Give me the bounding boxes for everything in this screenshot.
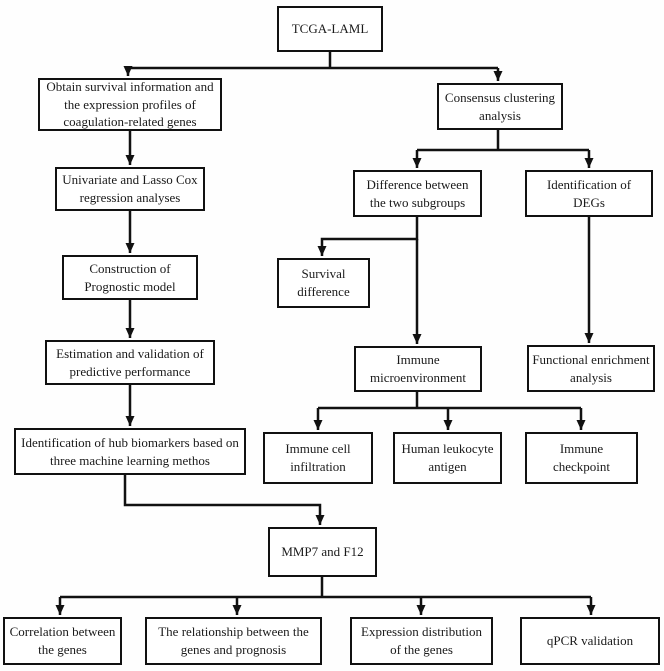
edge-hub-to-mmp7	[123, 475, 325, 525]
node-survival-difference: Survival difference	[277, 258, 370, 308]
edge-consensus-split	[417, 130, 589, 152]
node-qpcr-validation: qPCR validation	[520, 617, 660, 665]
edge-mmp7-split	[60, 577, 591, 599]
node-mmp7-f12: MMP7 and F12	[268, 527, 377, 577]
node-human-leukocyte-antigen: Human leukocyte antigen	[393, 432, 502, 484]
edge-tcga-split	[128, 52, 498, 70]
node-difference-subgroups: Difference between the two subgroups	[353, 170, 482, 217]
node-functional-enrichment: Functional enrichment analysis	[527, 345, 655, 392]
node-immune-cell-infiltration: Immune cell infiltration	[263, 432, 373, 484]
node-expression-distribution: Expression distribution of the genes	[350, 617, 493, 665]
node-identification-degs: Identification of DEGs	[525, 170, 653, 217]
node-hub-biomarkers: Identification of hub biomarkers based o…	[14, 428, 246, 475]
node-univariate-lasso-cox: Univariate and Lasso Cox regression anal…	[55, 167, 205, 211]
node-obtain-survival-info: Obtain survival information and the expr…	[38, 78, 222, 131]
edge-difference-to-survival	[317, 217, 419, 256]
node-immune-checkpoint: Immune checkpoint	[525, 432, 638, 484]
node-correlation-genes: Correlation between the genes	[3, 617, 122, 665]
node-estimation-validation: Estimation and validation of predictive …	[45, 340, 215, 385]
node-immune-microenvironment: Immune microenvironment	[354, 346, 482, 392]
edge-immune-split	[318, 392, 581, 410]
node-consensus-clustering: Consensus clustering analysis	[437, 83, 563, 130]
node-relationship-prognosis: The relationship between the genes and p…	[145, 617, 322, 665]
node-tcga-laml: TCGA-LAML	[277, 6, 383, 52]
node-construction-prognostic-model: Construction of Prognostic model	[62, 255, 198, 300]
